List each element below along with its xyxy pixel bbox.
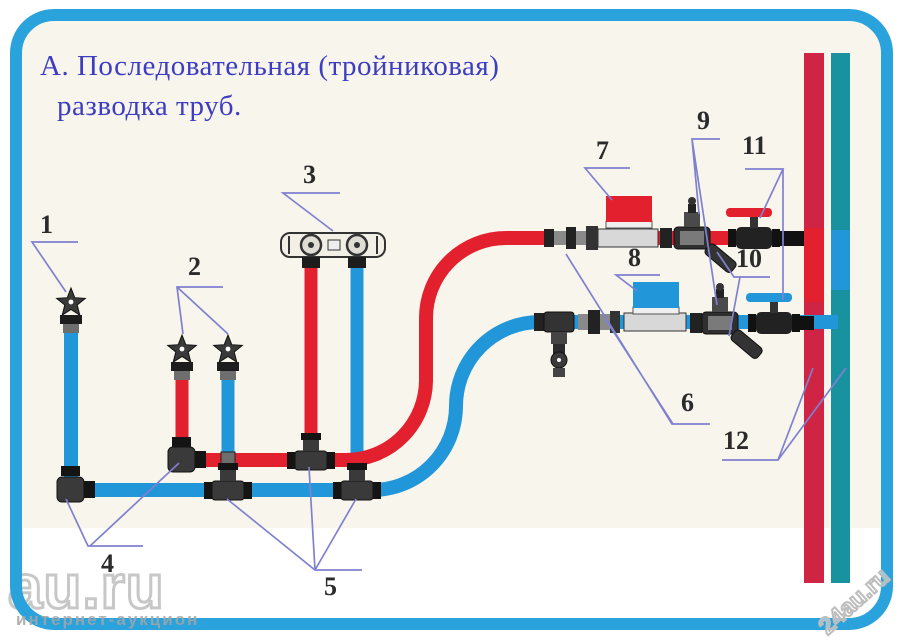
- callout-line-5: [226, 466, 362, 571]
- callout-label-6: 6: [681, 388, 694, 417]
- faucet-valve-icon: [166, 333, 198, 380]
- cold-wall-connector: [794, 316, 814, 330]
- callout-label-11: 11: [742, 131, 767, 160]
- mixer-bar-icon: [280, 232, 386, 268]
- tee-fitting-hot-fixture3: [287, 433, 335, 471]
- cold-tee-with-drain-valve: [543, 311, 575, 377]
- callout-label-2: 2: [188, 252, 201, 281]
- hot-wall-connector: [778, 231, 804, 246]
- cold-check-valve-icon: [701, 283, 739, 335]
- callout-line-2: [176, 286, 229, 335]
- watermark-site-subtitle: интернет-аукцион: [16, 610, 200, 629]
- callout-label-7: 7: [596, 136, 609, 165]
- callout-line-11: [745, 168, 785, 300]
- hot-coupling: [660, 228, 672, 248]
- callout-label-9: 9: [697, 106, 710, 135]
- cold-main-pipe: [64, 315, 556, 497]
- cold-strainer-icon: [730, 329, 763, 359]
- callout-label-4: 4: [101, 549, 114, 578]
- page-title: А. Последовательная (тройниковая) развод…: [40, 46, 499, 126]
- fittings: [55, 196, 814, 503]
- hot-water-meter-icon: [597, 196, 659, 248]
- callout-line-8: [613, 274, 660, 292]
- elbow-fitting-cold: [56, 466, 95, 503]
- callout-line-12: [722, 367, 847, 461]
- hot-union-coupling: [544, 226, 598, 250]
- callout-label-3: 3: [303, 160, 316, 189]
- hot-water-pipes: [175, 231, 812, 467]
- callout-line-10: [716, 251, 770, 337]
- callout-lines: [30, 138, 847, 571]
- callout-line-3: [280, 192, 340, 232]
- callout-line-6: [565, 253, 710, 425]
- hot-check-valve-icon: [673, 197, 711, 250]
- elbow-fitting-hot: [167, 437, 206, 473]
- cold-union-coupling: [578, 310, 620, 334]
- callout-line-4: [65, 462, 180, 547]
- faucet-valve-icon: [212, 333, 244, 380]
- cold-water-meter-icon: [623, 282, 687, 332]
- faucet-valve-icon: [55, 286, 87, 333]
- cold-riser: [831, 53, 850, 583]
- tee-fitting-cold-faucet2: [204, 463, 252, 501]
- callout-line-1: [30, 241, 78, 293]
- hot-ball-valve-icon: [726, 208, 780, 249]
- callout-label-5: 5: [324, 572, 337, 601]
- cold-end-coupling: [534, 313, 544, 331]
- title-line-1: А. Последовательная (тройниковая): [40, 50, 500, 82]
- hot-main-pipe: [182, 231, 520, 467]
- cold-coupling: [690, 313, 702, 333]
- callout-label-1: 1: [40, 210, 53, 239]
- callout-label-8: 8: [628, 243, 641, 272]
- watermark-site-logo: au.ru: [7, 552, 166, 624]
- title-line-2: разводка труб.: [57, 90, 242, 122]
- callout-line-9: [691, 138, 720, 306]
- cold-ball-valve-icon: [746, 293, 800, 334]
- callout-label-12: 12: [723, 426, 749, 455]
- callout-label-10: 10: [736, 244, 762, 273]
- tee-fitting-cold-fixture3: [333, 463, 381, 501]
- callout-line-7: [583, 167, 630, 201]
